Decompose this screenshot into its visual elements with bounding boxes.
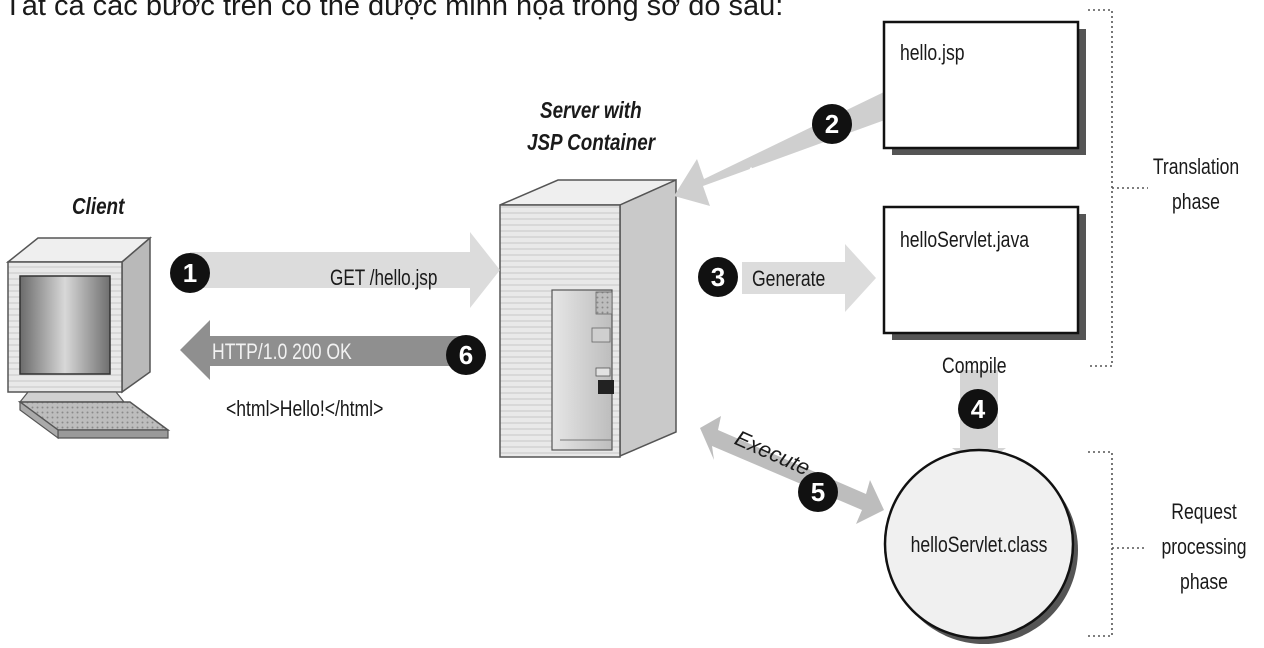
svg-text:5: 5 <box>811 477 825 507</box>
request-phase-label-1: Request <box>1171 500 1237 524</box>
arrow-request <box>190 232 500 308</box>
execute-label: Execute <box>731 425 814 480</box>
svg-text:2: 2 <box>825 109 839 139</box>
compile-label: Compile <box>942 354 1007 378</box>
step-5-badge: 5 <box>798 472 838 512</box>
caption-text: Tất cả các bước trên có thể được minh họ… <box>4 0 784 22</box>
http-response-label: HTTP/1.0 200 OK <box>212 340 352 364</box>
hello-jsp-label: hello.jsp <box>900 41 965 65</box>
client-label: Client <box>72 194 125 219</box>
svg-text:6: 6 <box>459 340 473 370</box>
request-phase-bracket <box>1088 451 1146 637</box>
hello-servlet-java-label: helloServlet.java <box>900 228 1030 252</box>
server-label-line2: JSP Container <box>527 130 657 155</box>
get-request-label: GET /hello.jsp <box>330 266 437 291</box>
server-icon <box>499 178 677 458</box>
step-3-badge: 3 <box>698 257 738 297</box>
request-phase-label-3: phase <box>1180 570 1228 594</box>
arrow-response <box>180 320 460 380</box>
generate-label: Generate <box>752 267 825 291</box>
client-computer-icon <box>5 236 171 440</box>
translation-phase-label-2: phase <box>1172 190 1220 214</box>
server-label-line1: Server with <box>540 98 642 123</box>
hello-jsp-box <box>882 20 1086 155</box>
step-6-badge: 6 <box>446 335 486 375</box>
svg-text:4: 4 <box>971 394 986 424</box>
hello-servlet-class-label: helloServlet.class <box>911 533 1048 557</box>
svg-text:1: 1 <box>183 258 197 288</box>
translation-phase-bracket <box>1088 9 1148 367</box>
svg-text:3: 3 <box>711 262 725 292</box>
step-2-badge: 2 <box>812 104 852 144</box>
hello-servlet-class-circle <box>883 448 1078 644</box>
step-1-badge: 1 <box>170 253 210 293</box>
translation-phase-label-1: Translation <box>1153 155 1239 179</box>
arrow-generate <box>742 244 876 312</box>
html-hello-label: <html>Hello!</html> <box>226 397 383 421</box>
request-phase-label-2: processing <box>1161 535 1246 559</box>
hello-servlet-java-box <box>882 205 1086 340</box>
step-4-badge: 4 <box>958 389 998 429</box>
arrow-execute <box>700 416 884 524</box>
